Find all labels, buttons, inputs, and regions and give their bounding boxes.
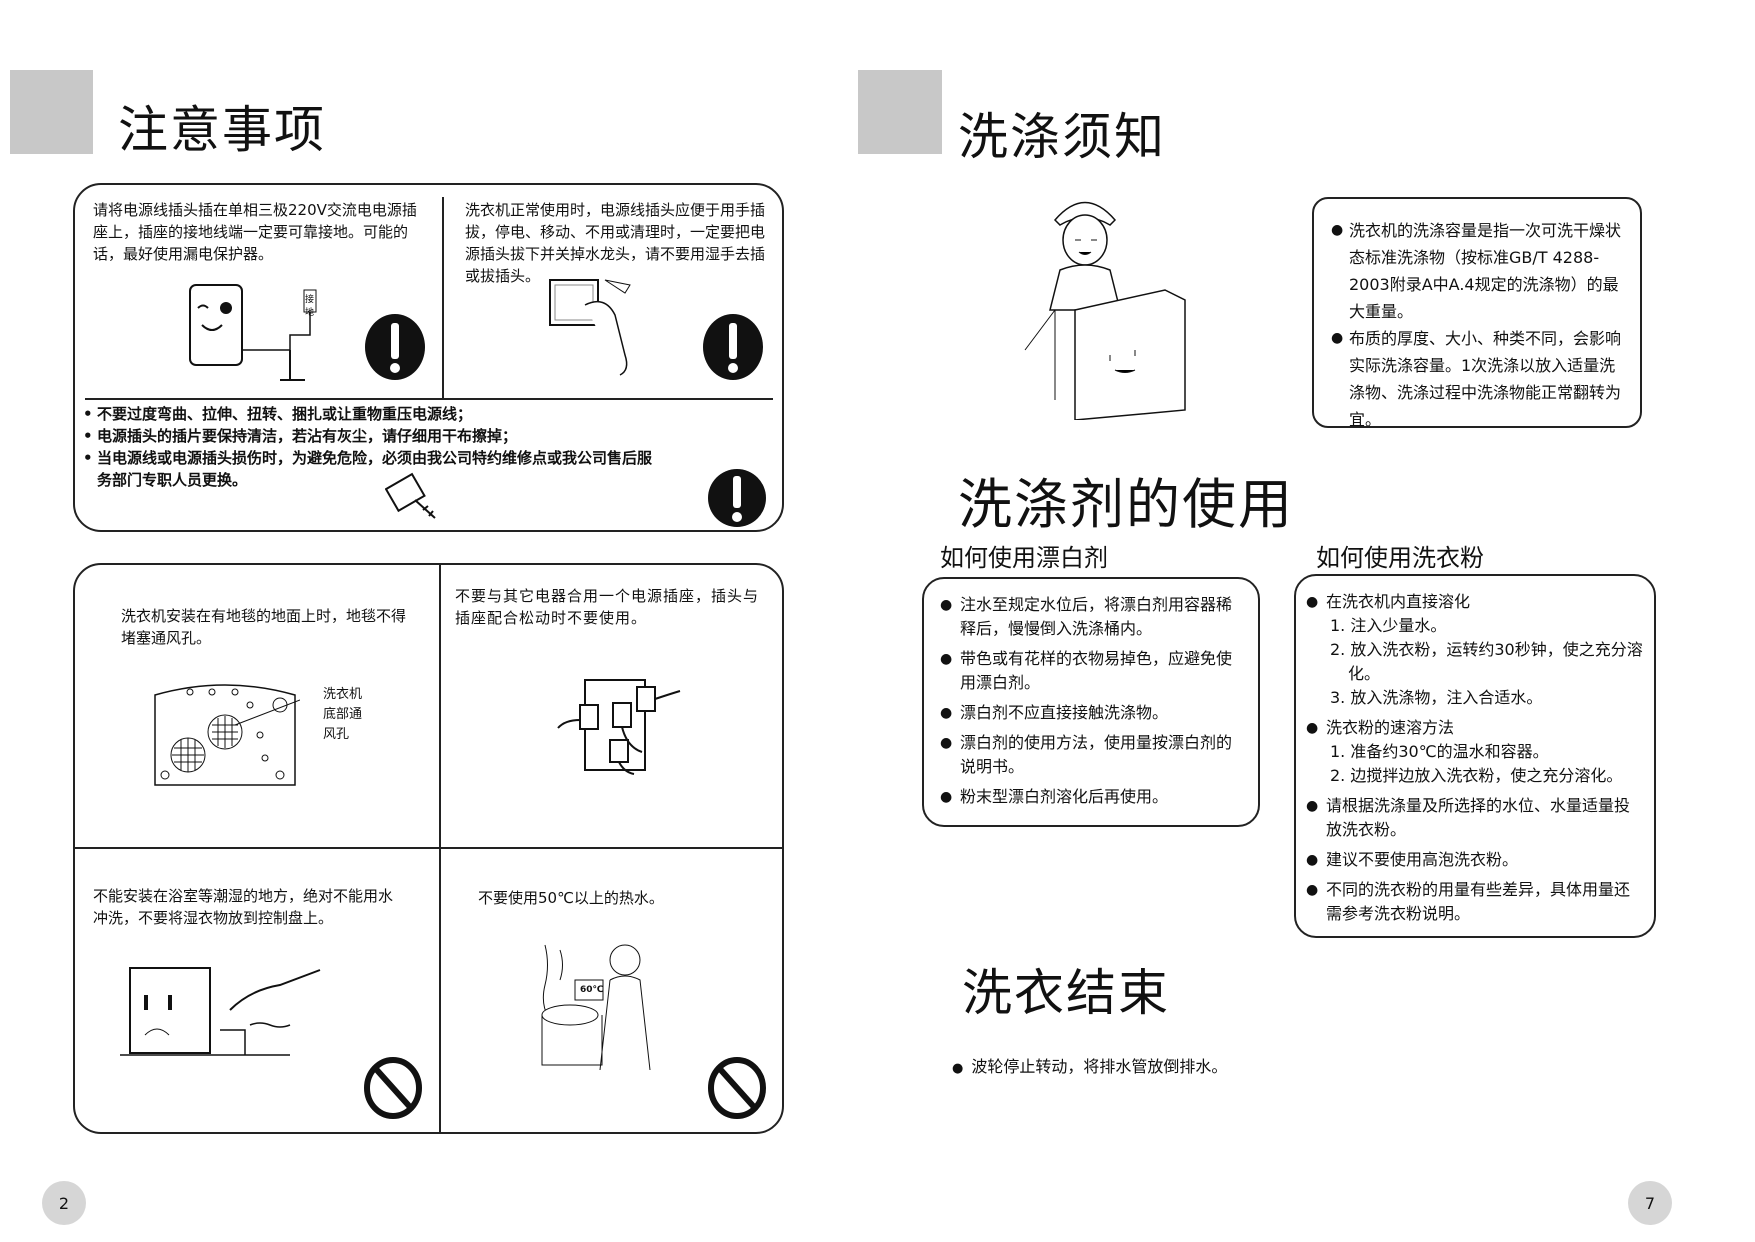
divider (85, 398, 773, 400)
powder-step: 3. 放入洗涤物，注入合适水。 (1330, 688, 1543, 707)
powder-box: 在洗衣机内直接溶化 1. 注入少量水。 2. 放入洗衣粉，运转约30秒钟，使之充… (1294, 574, 1656, 938)
bleach-box: 注水至规定水位后，将漂白剂用容器稀释后，慢慢倒入洗涤桶内。 带色或有花样的衣物易… (922, 577, 1260, 827)
wash-capacity-info-box: 洗衣机的洗涤容量是指一次可洗干燥状态标准洗涤物（按标准GB/T 4288-200… (1312, 197, 1642, 429)
divider (75, 847, 783, 849)
carpet-note: 洗衣机安装在有地毯的地面上时，地毯不得堵塞通风孔。 (121, 607, 407, 647)
section-marker (858, 70, 942, 154)
plug-note: 洗衣机正常使用时，电源线插头应便于用手插拔，停电、移动、不用或清理时，一定要把电… (465, 201, 766, 285)
page-title: 注意事项 (118, 101, 326, 159)
power-cord-warnings: •不要过度弯曲、拉伸、扭转、捆扎或让重物重压电源线； •电源插头的插片要保持清洁… (83, 403, 663, 491)
warning-text: 不要过度弯曲、拉伸、扭转、捆扎或让重物重压电源线； (97, 405, 473, 423)
info-item: 布质的厚度、大小、种类不同，会影响实际洗涤容量。1次洗涤以放入适量洗涤物、洗涤过… (1331, 325, 1628, 433)
exclamation-icon (703, 314, 763, 380)
bleach-item: 粉末型漂白剂溶化后再使用。 (940, 785, 1244, 809)
page-number: 2 (42, 1181, 86, 1225)
page-number: 7 (1628, 1181, 1672, 1225)
powder-step: 1. 准备约30℃的温水和容器。 (1330, 742, 1549, 761)
bleach-heading: 如何使用漂白剂 (940, 544, 1108, 572)
washing-notice-title: 洗涤须知 (958, 108, 1166, 166)
bleach-item: 漂白剂不应直接接触洗涤物。 (940, 701, 1244, 725)
bleach-item: 带色或有花样的衣物易掉色，应避免使用漂白剂。 (940, 647, 1244, 695)
hot-water-illustration (541, 944, 651, 1071)
ground-label: 接地 (305, 295, 315, 318)
section-marker (10, 70, 93, 154)
exclamation-icon (365, 314, 425, 380)
bleach-item: 注水至规定水位后，将漂白剂用容器稀释后，慢慢倒入洗涤桶内。 (940, 593, 1244, 641)
bathroom-note: 不能安装在浴室等潮湿的地方，绝对不能用水冲洗，不要将湿衣物放到控制盘上。 (93, 887, 394, 927)
warning-item: •电源插头的插片要保持清洁，若沾有灰尘，请仔细用干布擦掉； (83, 427, 518, 445)
vent-holes-illustration (154, 684, 300, 786)
warning-item: •不要过度弯曲、拉伸、扭转、捆扎或让重物重压电源线； (83, 405, 473, 423)
powder-step: 2. 放入洗衣粉，运转约30秒钟，使之充分溶化。 (1330, 640, 1643, 683)
washer-grounding-illustration (189, 284, 317, 381)
finish-text: 波轮停止转动，将排水管放倒排水。 (971, 1057, 1228, 1076)
powder-item: 在洗衣机内直接溶化 (1306, 590, 1644, 614)
socket-note: 不要与其它电器合用一个电源插座，插头与插座配合松动时不要使用。 (455, 587, 760, 627)
powder-step: 1. 注入少量水。 (1330, 616, 1447, 635)
hot-water-note: 不要使用50℃以上的热水。 (478, 889, 664, 907)
info-item: 洗衣机的洗涤容量是指一次可洗干燥状态标准洗涤物（按标准GB/T 4288-200… (1331, 217, 1628, 325)
bleach-item: 漂白剂的使用方法，使用量按漂白剂的说明书。 (940, 731, 1244, 779)
power-warning-box: 请将电源线插头插在单相三极220V交流电电源插座上，插座的接地线端一定要可靠接地… (73, 183, 784, 532)
warning-text: 电源插头的插片要保持清洁，若沾有灰尘，请仔细用干布擦掉； (97, 427, 518, 445)
warning-item: •当电源线或电源插头损伤时，为避免危险，必须由我公司特约维修点或我公司售后服务部… (83, 449, 653, 489)
divider (439, 565, 441, 1133)
powder-item: 洗衣粉的速溶方法 (1306, 716, 1644, 740)
finish-title: 洗衣结束 (962, 964, 1170, 1022)
powder-item: 不同的洗衣粉的用量有些差异，具体用量还需参考洗衣粉说明。 (1306, 878, 1644, 926)
water-spray-illustration (120, 967, 321, 1056)
installation-warning-box: 洗衣机安装在有地毯的地面上时，地毯不得堵塞通风孔。 洗衣机底部通风孔 不要与其它… (73, 563, 784, 1134)
exclamation-icon (708, 469, 766, 527)
overloaded-socket-illustration (557, 679, 681, 775)
unplug-illustration (549, 279, 631, 376)
pot-label: 60℃ (580, 985, 604, 995)
powder-item: 建议不要使用高泡洗衣粉。 (1306, 848, 1644, 872)
detergent-title: 洗涤剂的使用 (958, 473, 1294, 536)
prohibited-icon (364, 1057, 422, 1119)
woman-loading-washer-illustration (1024, 201, 1186, 420)
divider (442, 197, 444, 399)
powder-item: 请根据洗涤量及所选择的水位、水量适量投放洗衣粉。 (1306, 794, 1644, 842)
finish-item: ●波轮停止转动，将排水管放倒排水。 (952, 1057, 1228, 1076)
powder-heading: 如何使用洗衣粉 (1316, 544, 1484, 572)
vent-label: 洗衣机底部通风孔 (323, 687, 363, 742)
damaged-plug-illustration (385, 472, 436, 519)
power-note: 请将电源线插头插在单相三极220V交流电电源插座上，插座的接地线端一定要可靠接地… (93, 201, 417, 263)
prohibited-icon (708, 1057, 766, 1119)
warning-text: 当电源线或电源插头损伤时，为避免危险，必须由我公司特约维修点或我公司售后服务部门… (97, 449, 653, 489)
powder-step: 2. 边搅拌边放入洗衣粉，使之充分溶化。 (1330, 766, 1623, 785)
